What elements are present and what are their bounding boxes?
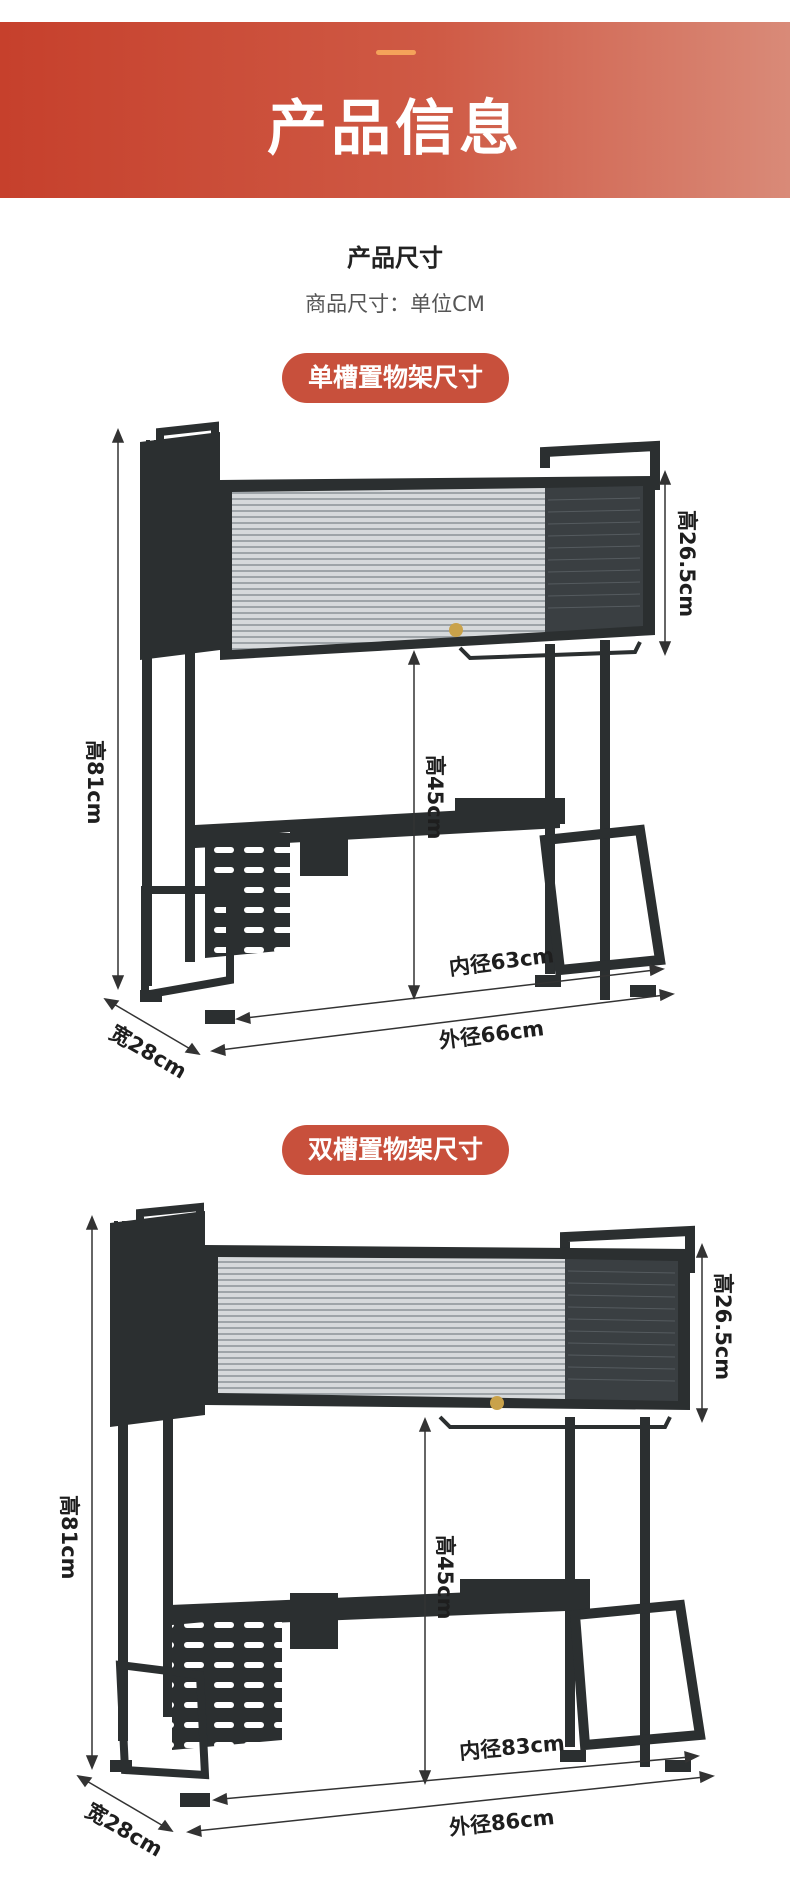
left-side-panel	[140, 432, 220, 660]
inner-width-label: 内径63cm	[448, 943, 556, 980]
height-total-label: 高81cm	[57, 1495, 81, 1580]
double-rack-illustration: 高81cm 高26.5cm 高45cm 内径83cm 外径86cm 宽28cm	[57, 1202, 735, 1862]
tray	[460, 1579, 590, 1605]
double-rack-figure: 高81cm 高26.5cm 高45cm 内径83cm 外径86cm 宽28cm	[0, 1195, 790, 1875]
depth-label: 宽28cm	[82, 1799, 167, 1862]
knob-icon	[490, 1396, 504, 1410]
grill-panel	[172, 1615, 282, 1750]
single-rack-figure: 高81cm 高26.5cm 高45cm 内径63cm 外径66cm 宽28cm	[0, 420, 790, 1080]
depth-label: 宽28cm	[106, 1021, 191, 1080]
height-cabinet-label: 高26.5cm	[675, 510, 699, 617]
utensil-holder	[290, 1593, 338, 1649]
section-subtitle: 商品尺寸：单位CM	[305, 292, 485, 316]
height-inner-label: 高45cm	[433, 1535, 457, 1620]
tray	[455, 798, 565, 824]
single-rack-illustration: 高81cm 高26.5cm 高45cm 内径63cm 外径66cm 宽28cm	[83, 421, 699, 1080]
height-cabinet-label: 高26.5cm	[711, 1273, 735, 1380]
outer-width-label: 外径86cm	[448, 1805, 555, 1840]
banner-title: 产品信息	[267, 94, 523, 164]
utensil-holder	[300, 820, 348, 876]
inner-width-label: 内径83cm	[458, 1731, 565, 1764]
height-inner-label: 高45cm	[423, 755, 447, 840]
grill-panel	[205, 832, 290, 958]
header-banner: 产品信息	[0, 22, 790, 198]
cabinet-glass-door	[232, 488, 545, 650]
knob-icon	[449, 623, 463, 637]
left-side-panel	[110, 1211, 205, 1427]
double-rack-label: 双槽置物架尺寸	[282, 1125, 509, 1175]
single-rack-label: 单槽置物架尺寸	[282, 353, 509, 403]
height-total-label: 高81cm	[83, 740, 107, 825]
cabinet-glass-door	[218, 1257, 565, 1399]
section-title: 产品尺寸	[347, 244, 443, 272]
right-handle	[540, 440, 660, 490]
banner-accent-line	[376, 50, 416, 55]
